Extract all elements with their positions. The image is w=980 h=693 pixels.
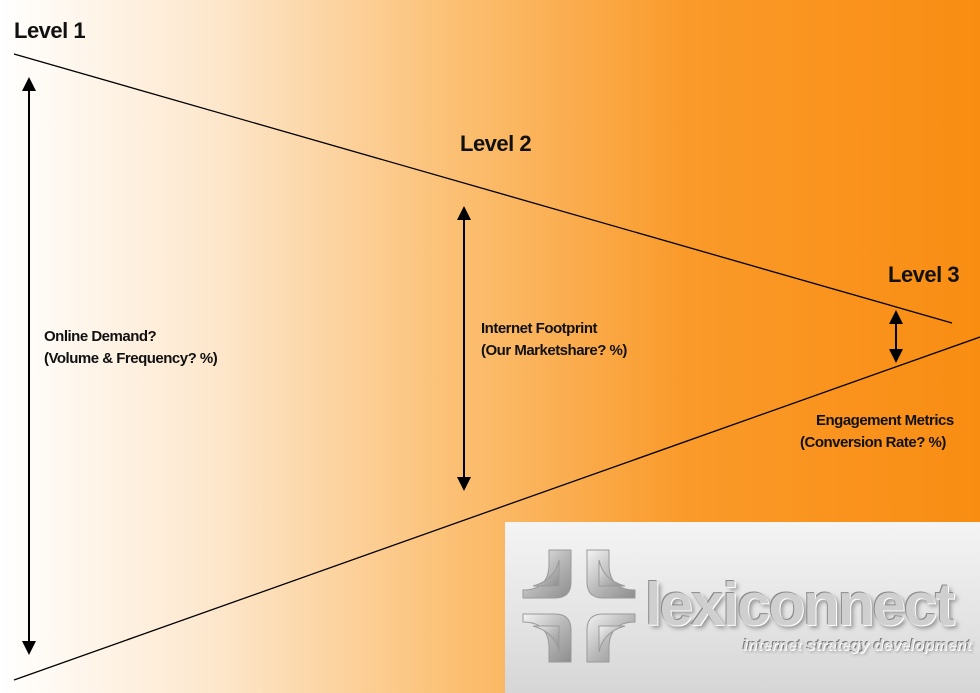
internet-footprint-subtitle: (Our Marketshare? %) [481,342,627,359]
engagement-metrics-annotation: Engagement Metrics (Conversion Rate? %) [800,410,954,454]
level1-label: Level 1 [14,18,86,43]
level2-label: Level 2 [460,131,532,156]
logo-panel: lexiconnect internet strategy developmen… [505,522,980,693]
level3-label: Level 3 [888,262,960,287]
online-demand-subtitle: (Volume & Frequency? %) [44,350,218,367]
engagement-metrics-subtitle: (Conversion Rate? %) [800,434,946,451]
logo-tagline: internet strategy development [743,637,972,654]
internet-footprint-annotation: Internet Footprint (Our Marketshare? %) [481,318,627,362]
engagement-metrics-title: Engagement Metrics [816,412,954,429]
logo-wordmark: lexiconnect [645,571,955,638]
funnel-top-line [13,53,953,324]
internet-footprint-title: Internet Footprint [481,320,597,337]
online-demand-title: Online Demand? [44,328,157,345]
online-demand-annotation: Online Demand? (Volume & Frequency? %) [44,326,218,370]
funnel-bottom-line [13,336,980,681]
cross-logo-icon [522,549,636,663]
